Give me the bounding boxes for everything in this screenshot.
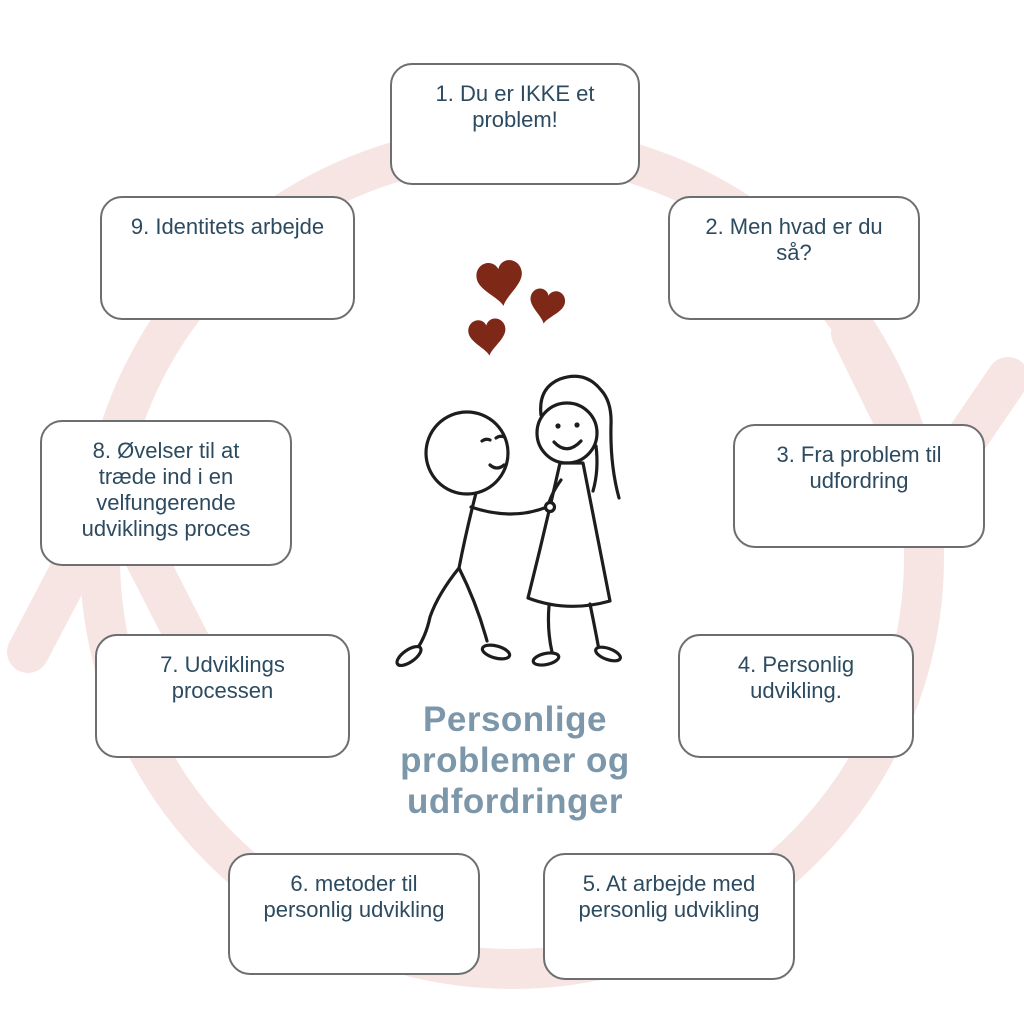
title-line-2: problemer og xyxy=(400,740,630,780)
node-label-7: 7. Udviklings processen xyxy=(160,652,285,703)
man-figure xyxy=(395,410,549,668)
diagram-node-6: 6. metoder til personlig udvikling xyxy=(228,853,480,975)
node-label-3: 3. Fra problem til udfordring xyxy=(776,442,942,493)
node-label-2: 2. Men hvad er du så? xyxy=(705,214,883,265)
diagram-node-8: 8. Øvelser til at træde ind i en velfung… xyxy=(40,420,292,566)
diagram-node-9: 9. Identitets arbejde xyxy=(100,196,355,320)
diagram-title: Personlige problemer og udfordringer xyxy=(305,700,725,823)
diagram-node-5: 5. At arbejde med personlig udvikling xyxy=(543,853,795,980)
diagram-node-3: 3. Fra problem til udfordring xyxy=(733,424,985,548)
title-line-3: udfordringer xyxy=(407,781,623,821)
diagram-node-1: 1. Du er IKKE et problem! xyxy=(390,63,640,185)
node-label-5: 5. At arbejde med personlig udvikling xyxy=(578,871,760,922)
node-label-6: 6. metoder til personlig udvikling xyxy=(263,871,445,922)
title-line-1: Personlige xyxy=(423,700,607,739)
node-label-9: 9. Identitets arbejde xyxy=(130,214,325,239)
node-label-1: 1. Du er IKKE et problem! xyxy=(435,81,595,132)
diagram-node-2: 2. Men hvad er du så? xyxy=(668,196,920,320)
woman-figure xyxy=(526,374,622,667)
hearts-icon xyxy=(468,260,566,356)
node-label-4: 4. Personlig udvikling. xyxy=(737,652,855,703)
node-label-8: 8. Øvelser til at træde ind i en velfung… xyxy=(81,438,251,541)
